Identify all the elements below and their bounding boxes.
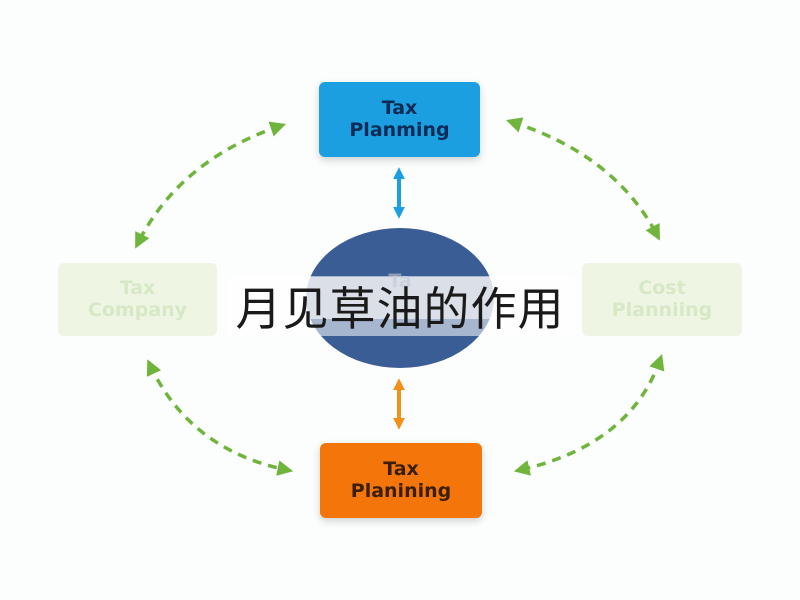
node-bottom-line2: Planining <box>350 479 452 502</box>
node-tax-company-left: Tax Company <box>58 263 217 336</box>
arrow-top-left <box>135 121 286 249</box>
node-left-line2: Company <box>87 298 188 321</box>
node-cost-planning-right: Cost Planniing <box>582 263 742 336</box>
node-top-line2: Planming <box>349 118 450 141</box>
node-right-line2: Planniing <box>611 298 713 321</box>
arrow-bottom-right <box>513 354 665 476</box>
arrow-top-right <box>506 117 660 241</box>
node-right-line1: Cost <box>638 276 686 299</box>
node-tax-planming-top: Tax Planming <box>319 82 480 157</box>
overlay-title: 月见草油的作用 <box>235 282 565 336</box>
node-bottom-line1: Tax <box>383 457 419 480</box>
node-top-line1: Tax <box>381 96 418 119</box>
title-backdrop <box>227 276 575 336</box>
node-left-line1: Tax <box>119 276 156 299</box>
arrow-bottom-left <box>146 359 294 476</box>
node-tax-planning-bottom: Tax Planining <box>320 443 482 518</box>
